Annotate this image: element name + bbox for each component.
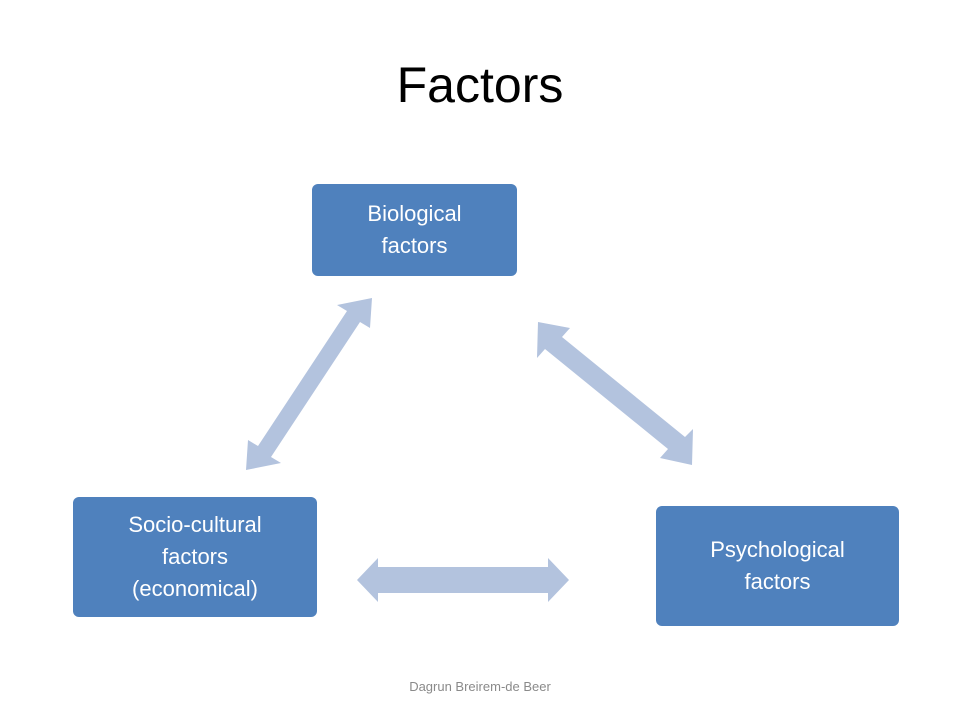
node-psychological-line1: Psychological	[710, 537, 845, 563]
node-biological-factors: Biological factors	[312, 184, 517, 276]
node-socio-cultural-line3: (economical)	[132, 575, 258, 601]
arrow-biological-socio	[246, 298, 372, 470]
arrow-biological-psychological	[537, 322, 693, 465]
slide-footer: Dagrun Breirem-de Beer	[409, 679, 551, 694]
node-psychological-line2: factors	[744, 569, 811, 594]
slide-title: Factors	[396, 57, 564, 113]
node-biological-line2: factors	[381, 233, 448, 258]
node-biological-line1: Biological	[367, 201, 462, 227]
node-socio-cultural-line1: Socio-cultural	[128, 512, 262, 538]
node-psychological-factors: Psychological factors	[656, 506, 899, 626]
node-socio-cultural-line2: factors	[161, 544, 229, 570]
node-socio-cultural-factors: Socio-cultural factors (economical)	[73, 497, 317, 617]
arrow-socio-psychological	[357, 558, 569, 602]
